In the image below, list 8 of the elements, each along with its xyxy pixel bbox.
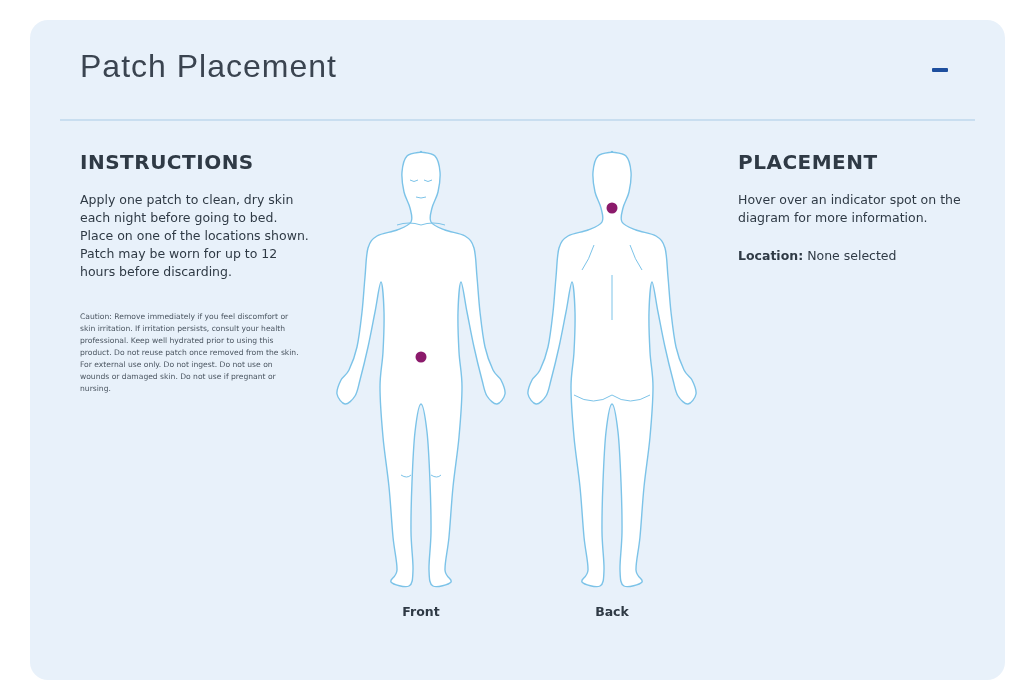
figure-caption: Back xyxy=(594,604,630,619)
figure-caption: Front xyxy=(401,604,441,619)
hint-text: Hover over an indicator spot on the diagram for more information. xyxy=(738,191,962,227)
section-heading: PLACEMENT xyxy=(738,150,878,174)
location-status: Location: None selected xyxy=(738,247,898,265)
section-heading: INSTRUCTIONS xyxy=(80,150,254,174)
page-title: Patch Placement xyxy=(80,48,337,85)
instructions-text: Apply one patch to clean, dry skin each night before going to bed. Place on one of the locations shown. Patch may be worn for up to 12 hours before discarding. xyxy=(80,191,310,281)
